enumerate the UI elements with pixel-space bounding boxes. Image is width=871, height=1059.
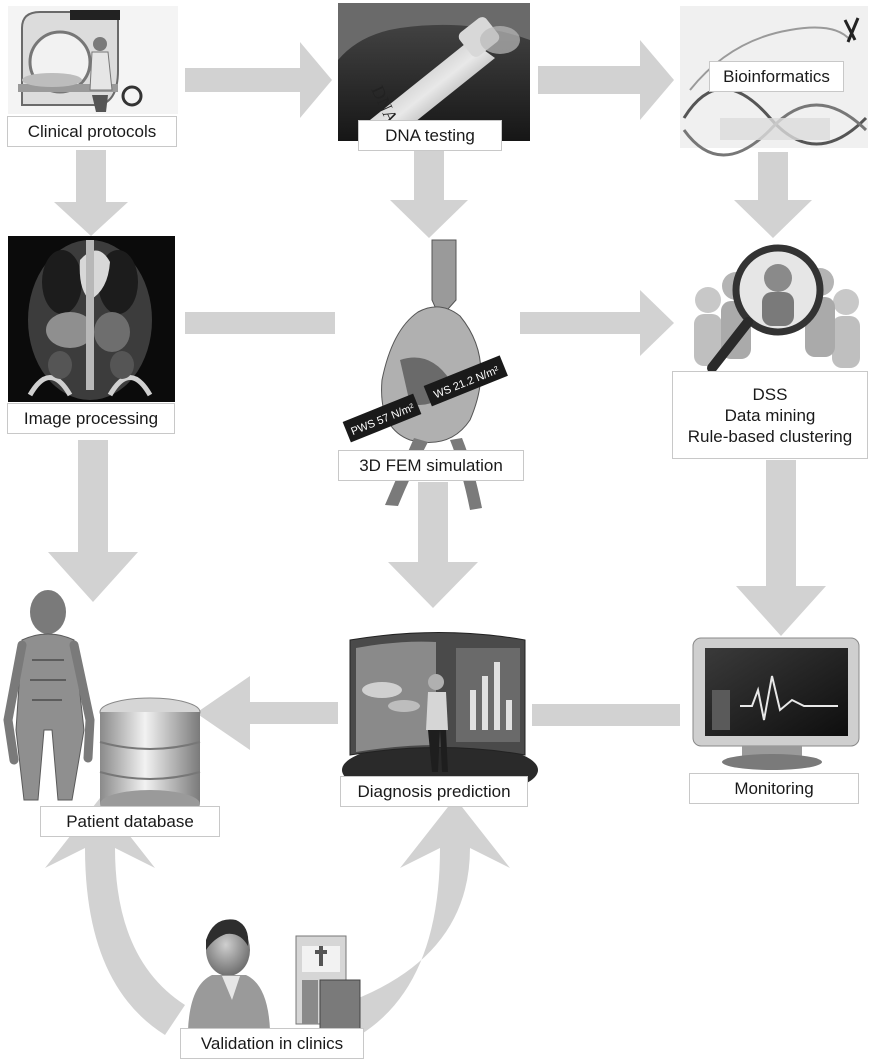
arrow-clinical-to-dna bbox=[185, 42, 332, 118]
node-dss: DSS Data mining Rule-based clustering bbox=[672, 371, 868, 459]
arrow-image-to-fem bbox=[185, 312, 335, 334]
doctor-medicine-illustration bbox=[188, 919, 360, 1030]
arrow-monitoring-to-diagnosis bbox=[532, 704, 680, 726]
diagnosis-screens-illustration bbox=[342, 633, 538, 799]
mri-scanner-illustration bbox=[8, 6, 178, 114]
crowd-magnifier-illustration bbox=[694, 248, 860, 368]
monitor-illustration bbox=[693, 638, 859, 770]
arrow-image-to-database bbox=[48, 440, 138, 602]
arrow-fem-to-dss bbox=[520, 290, 674, 356]
arrow-fem-to-diagnosis bbox=[388, 482, 478, 608]
node-monitoring: Monitoring bbox=[689, 773, 859, 804]
node-patient-database: Patient database bbox=[40, 806, 220, 837]
node-diagnosis-prediction: Diagnosis prediction bbox=[340, 776, 528, 807]
arrow-dna-to-fem bbox=[390, 150, 468, 238]
ct-scan-illustration bbox=[8, 236, 175, 402]
node-bioinformatics: Bioinformatics bbox=[709, 61, 844, 92]
flow-arrows bbox=[45, 40, 826, 1035]
node-image-processing: Image processing bbox=[7, 403, 175, 434]
anatomy-database-illustration bbox=[8, 590, 200, 818]
dss-line-1: DSS bbox=[673, 384, 867, 405]
node-clinical-protocols: Clinical protocols bbox=[7, 116, 177, 147]
arrow-bioinformatics-to-dss bbox=[734, 152, 812, 238]
arrow-diagnosis-to-database bbox=[196, 676, 338, 750]
node-validation-in-clinics: Validation in clinics bbox=[180, 1028, 364, 1059]
node-fem-simulation: 3D FEM simulation bbox=[338, 450, 524, 481]
node-dna-testing: DNA testing bbox=[358, 120, 502, 151]
arrow-dss-to-monitoring bbox=[736, 460, 826, 636]
arrow-clinical-to-image bbox=[54, 150, 128, 236]
dss-line-2: Data mining bbox=[673, 405, 867, 426]
dss-line-3: Rule-based clustering bbox=[673, 426, 867, 447]
arrow-dna-to-bioinformatics bbox=[538, 40, 674, 120]
arrow-validation-to-diagnosis bbox=[340, 798, 510, 1035]
